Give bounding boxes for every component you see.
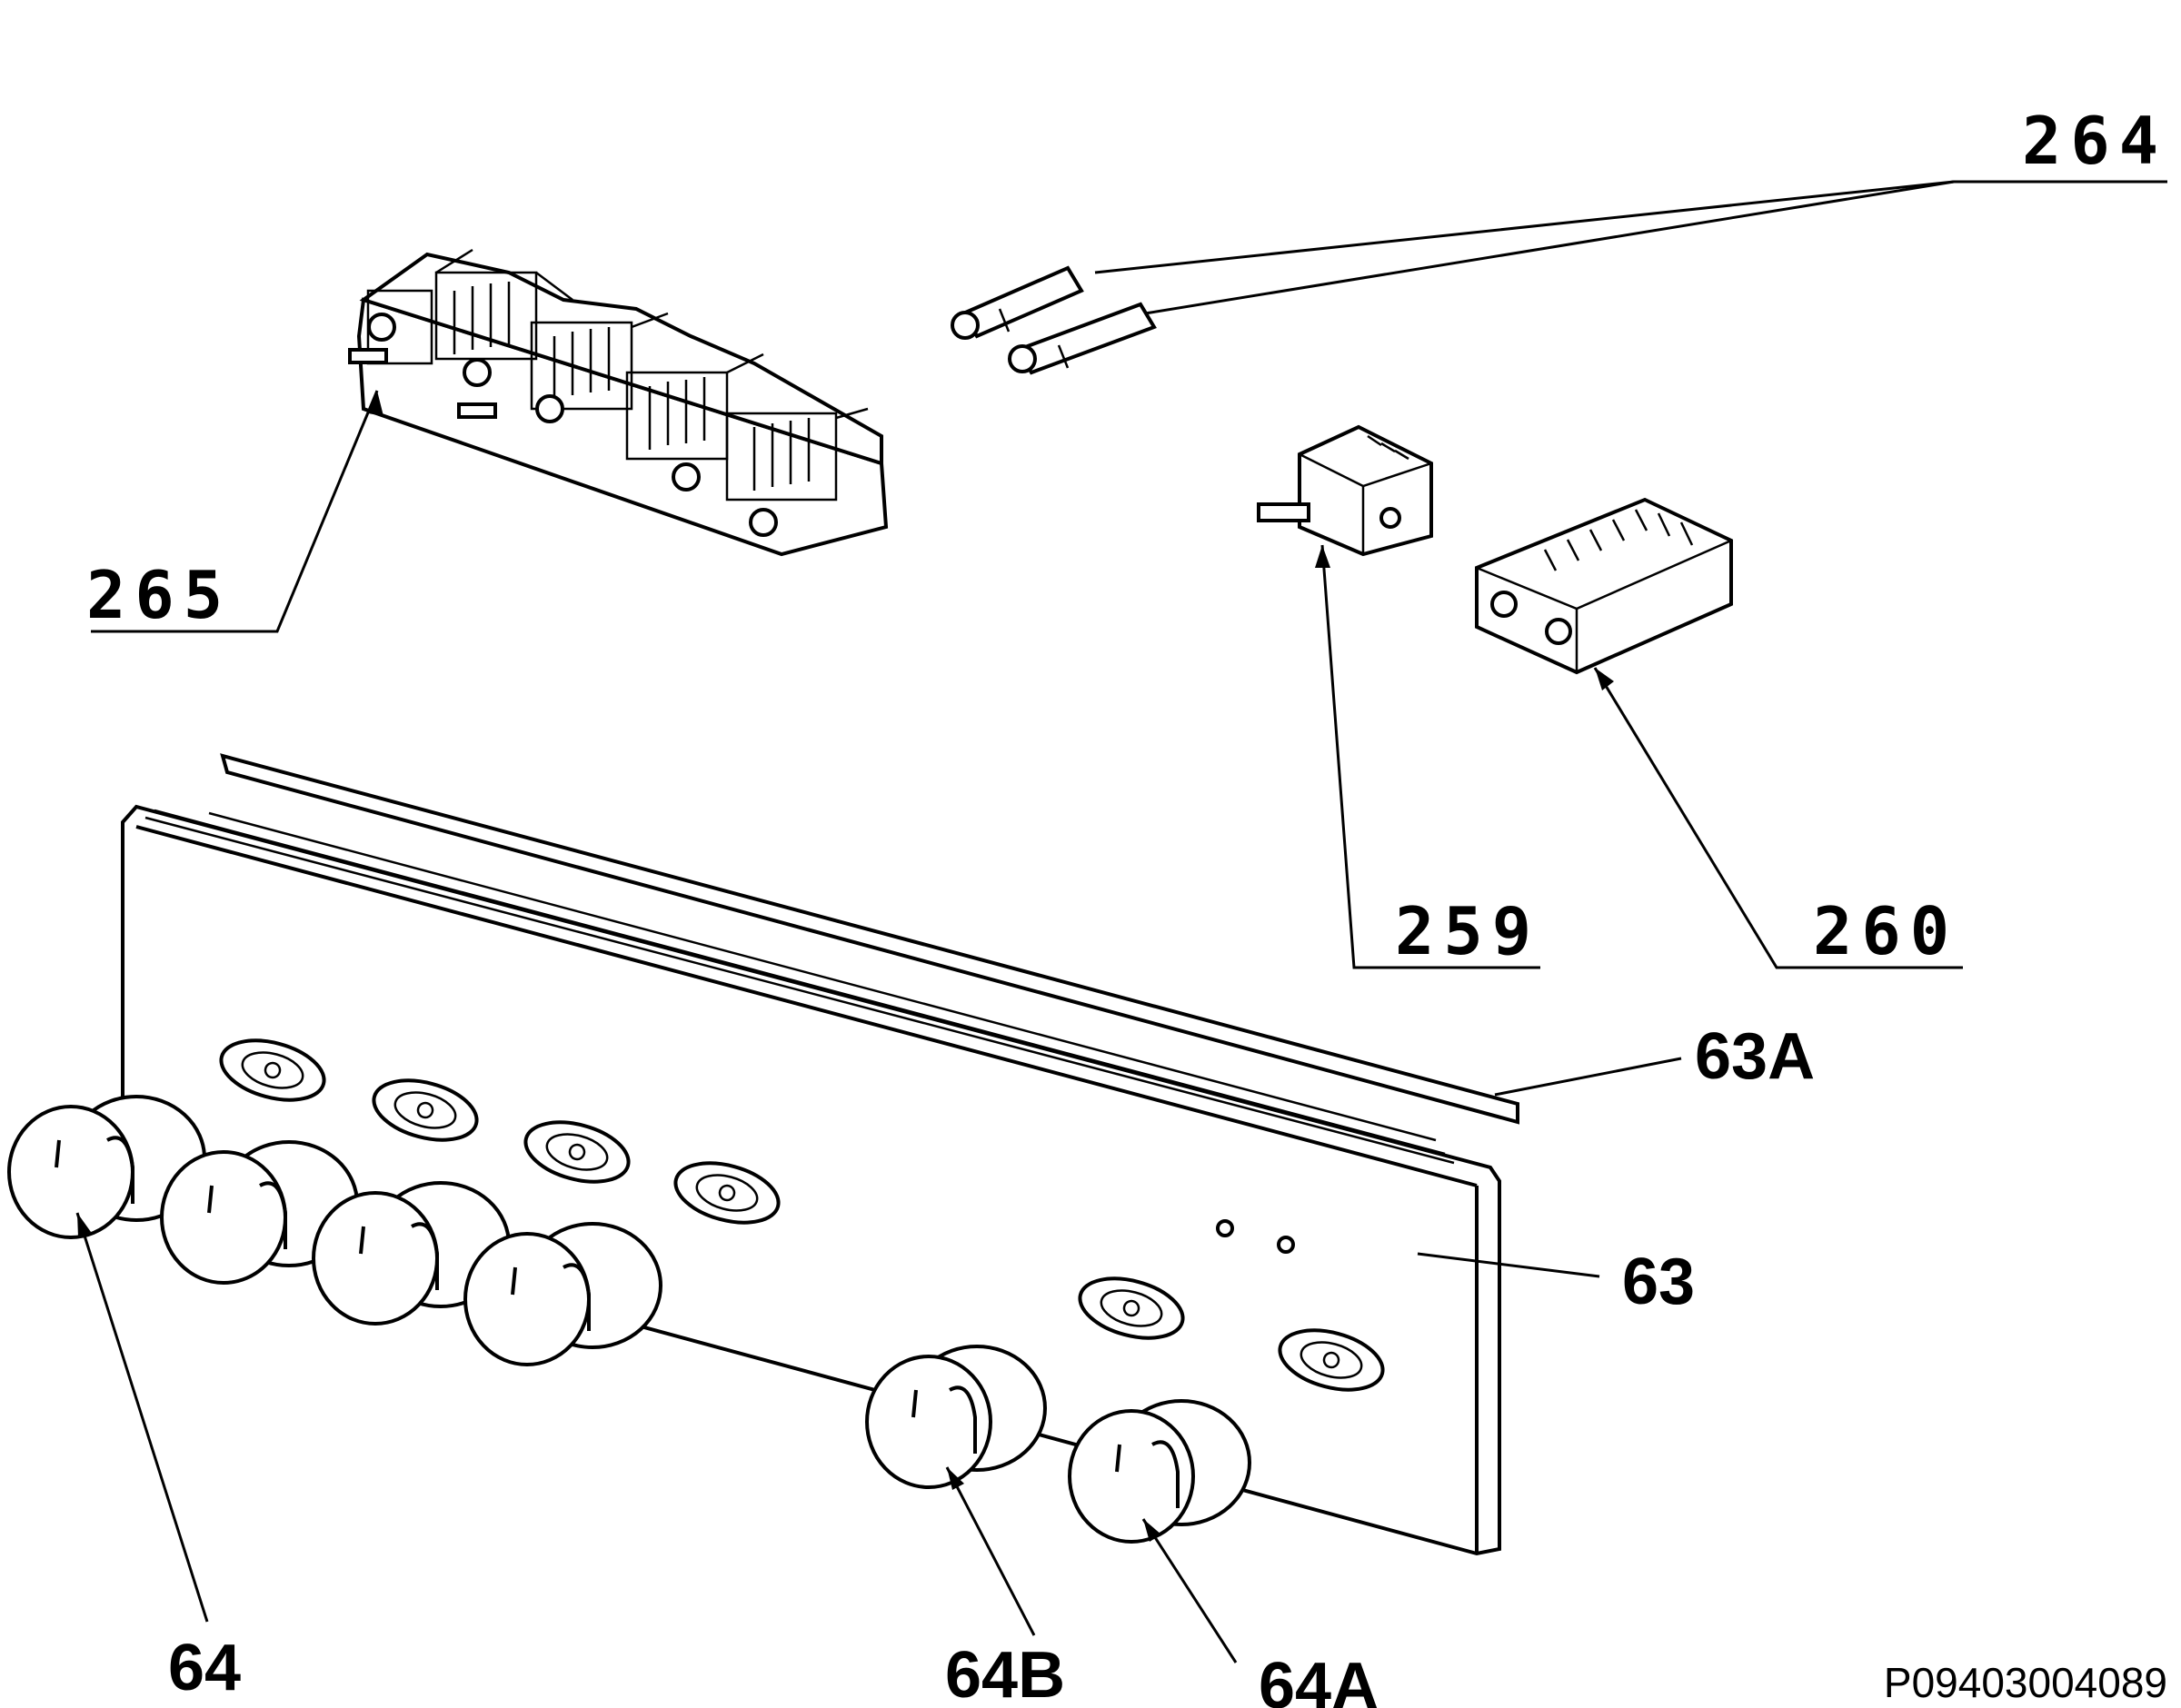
trim-strip-63A (220, 753, 1519, 1125)
knob-6-64A (1068, 1399, 1251, 1544)
leader-264-b (1144, 180, 1955, 315)
label-264: 264 (2022, 103, 2167, 179)
label-64B: 64B (945, 1639, 1065, 1708)
arrow-64B (947, 1467, 964, 1490)
leader-63A (1494, 1057, 1682, 1097)
label-64: 64 (168, 1632, 241, 1704)
label-63A: 63A (1695, 1020, 1815, 1093)
label-63: 63 (1622, 1246, 1695, 1318)
knob-5-64B (865, 1345, 1047, 1489)
arrow-64 (77, 1213, 91, 1237)
label-64A: 64A (1259, 1650, 1379, 1708)
switch-259 (1257, 424, 1433, 557)
switch-block-265 (348, 248, 889, 557)
label-259: 259 (1395, 893, 1540, 969)
label-265: 265 (86, 557, 232, 633)
arrow-265 (368, 391, 383, 416)
knobs-64 (7, 1095, 1251, 1544)
arrow-260 (1595, 668, 1614, 690)
terminal-block-260 (1475, 497, 1733, 675)
leader-64 (75, 1212, 209, 1623)
label-260: 260 (1813, 893, 1958, 969)
leader-265 (91, 390, 379, 633)
arrow-259 (1315, 545, 1330, 568)
panel-knob-holes (219, 1038, 1385, 1392)
leader-259 (1320, 544, 1540, 969)
leader-63 (1417, 1252, 1600, 1278)
thermocouple-264 (951, 265, 1157, 375)
arrow-64A (1143, 1519, 1161, 1542)
leader-260 (1593, 667, 1963, 969)
leader-264 (1094, 180, 2167, 274)
drawing-code: P09403004089 (1884, 1659, 2167, 1706)
leader-64B (945, 1466, 1036, 1636)
knob-4 (463, 1222, 662, 1366)
leader-64A (1141, 1518, 1238, 1663)
